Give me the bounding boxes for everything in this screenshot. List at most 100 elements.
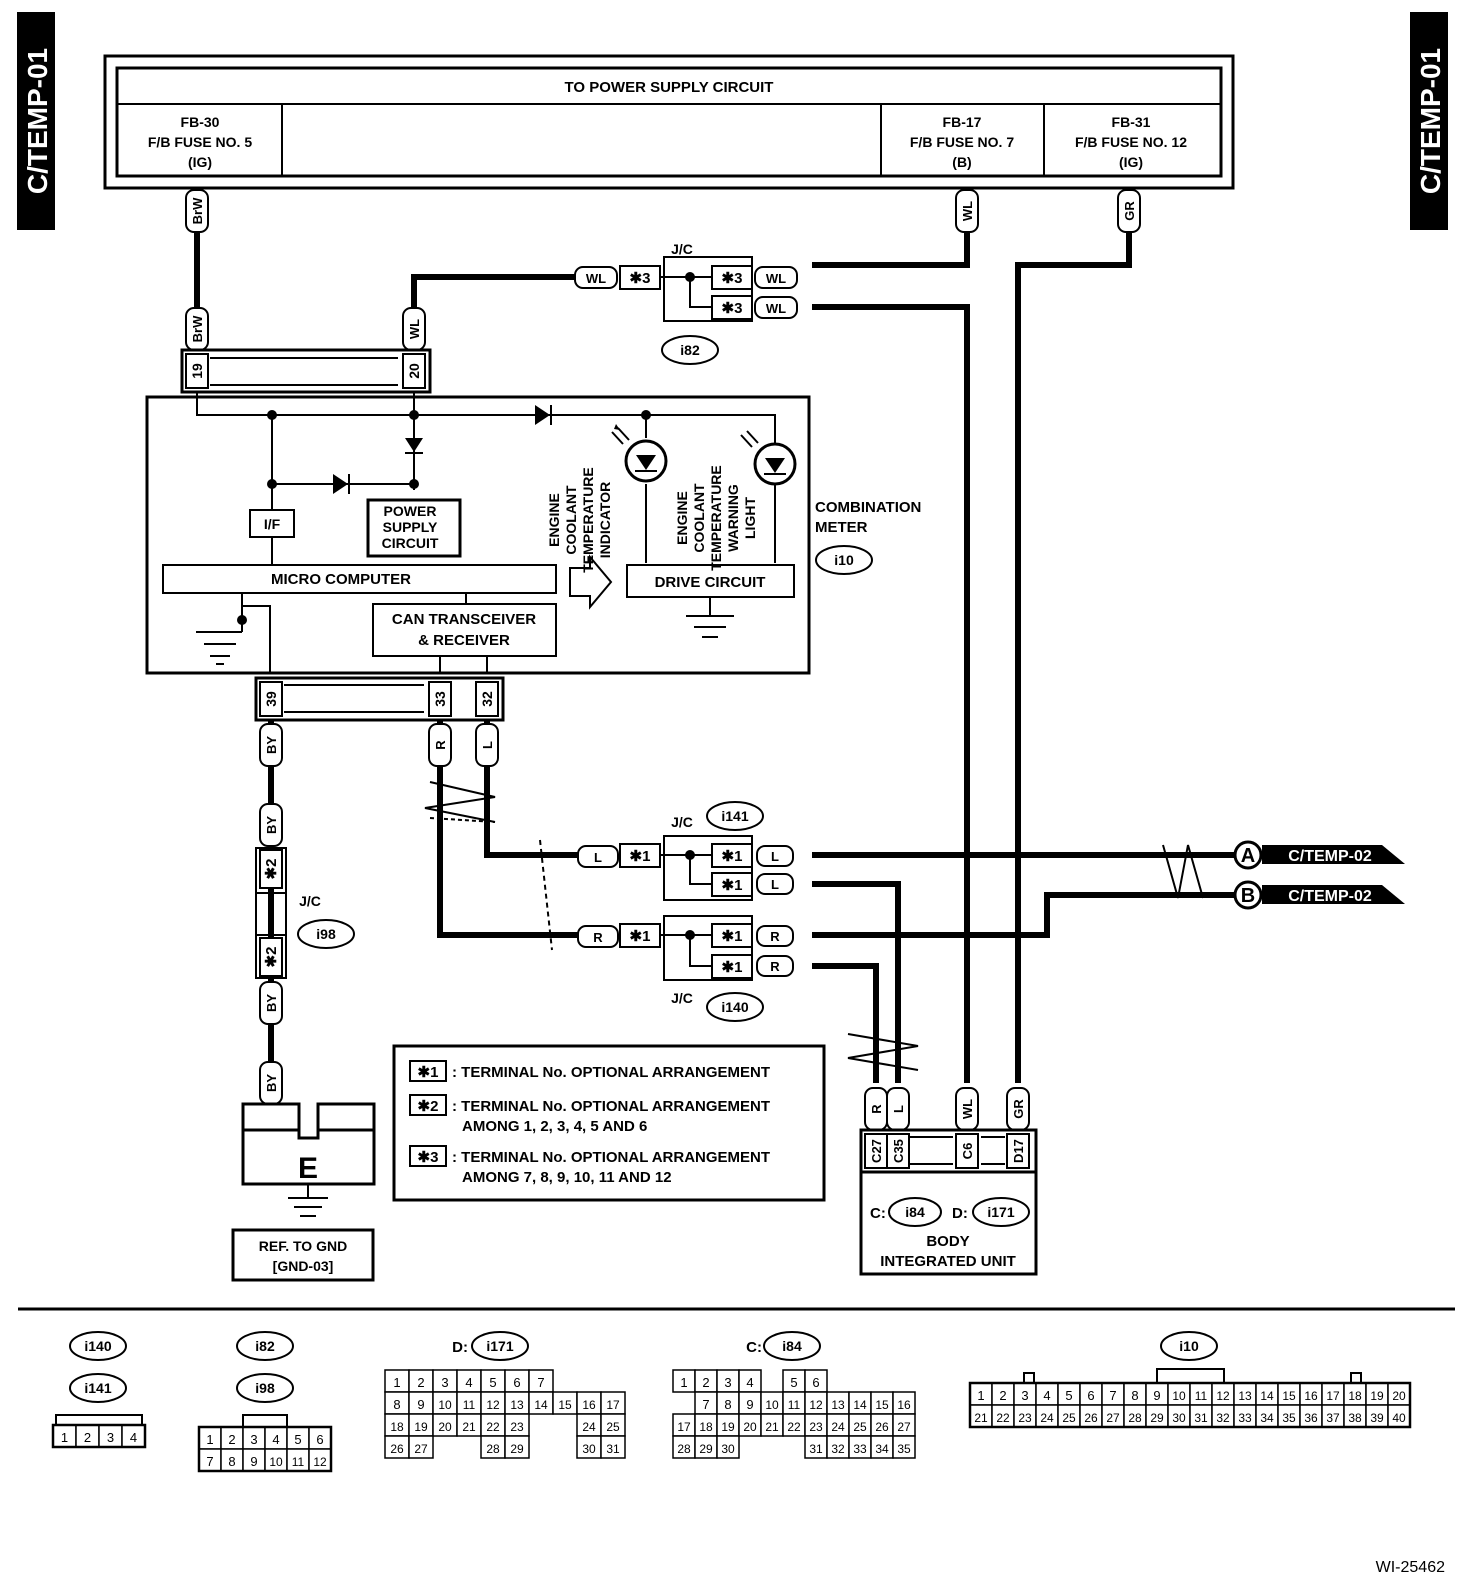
pin-number: 12 bbox=[486, 1398, 500, 1412]
svg-text:✱1: ✱1 bbox=[630, 848, 651, 865]
output-a: A C/TEMP-02 bbox=[1233, 840, 1405, 870]
pin-number: 25 bbox=[853, 1420, 867, 1434]
i141-label: i141 bbox=[721, 808, 748, 824]
wire-tag-by-39: BY bbox=[259, 723, 283, 767]
svg-text:L: L bbox=[771, 877, 779, 892]
pin-cell bbox=[600, 1435, 626, 1459]
svg-text:20: 20 bbox=[406, 363, 422, 379]
svg-text:✱3: ✱3 bbox=[722, 300, 743, 317]
pin-number: 22 bbox=[996, 1411, 1010, 1425]
svg-text:J/C: J/C bbox=[671, 814, 693, 830]
pin-number: 6 bbox=[513, 1375, 520, 1390]
ground-ref-l2: [GND-03] bbox=[273, 1258, 334, 1274]
svg-text:WL: WL bbox=[766, 271, 786, 286]
pin-number: 27 bbox=[1106, 1411, 1120, 1425]
pin-number: 32 bbox=[1216, 1411, 1230, 1425]
power-supply-circuit-l1: POWER bbox=[384, 503, 437, 519]
i171-label: i171 bbox=[987, 1204, 1014, 1220]
svg-text:✱1: ✱1 bbox=[722, 877, 743, 894]
pin-number: 11 bbox=[788, 1398, 801, 1412]
wire-tags: BrW WL GR BrW WL WL BY R L BY BY BY L R … bbox=[185, 189, 1141, 1131]
ground-ref-l1: REF. TO GND bbox=[259, 1238, 347, 1254]
pin-number: 35 bbox=[1282, 1411, 1296, 1425]
wire-tag-wl-top: WL bbox=[955, 189, 979, 233]
jc-i82: J/C ✱3 ✱3 ✱3 WL WL i82 bbox=[619, 241, 798, 365]
pin-number: 5 bbox=[790, 1375, 797, 1390]
pin-number: 33 bbox=[1238, 1411, 1252, 1425]
pin-number: 9 bbox=[250, 1454, 257, 1469]
pin-number: 5 bbox=[489, 1375, 496, 1390]
svg-text:i141: i141 bbox=[84, 1380, 111, 1396]
svg-text:C/TEMP-01: C/TEMP-01 bbox=[22, 48, 53, 194]
pin-number: 15 bbox=[875, 1398, 889, 1412]
indicator-l3: TEMPERATURE bbox=[580, 467, 596, 573]
svg-text:WL: WL bbox=[960, 201, 975, 221]
pin-number: 22 bbox=[787, 1420, 801, 1434]
pin-number: 26 bbox=[875, 1420, 889, 1434]
pin-number: 9 bbox=[417, 1397, 424, 1412]
pin-number: 5 bbox=[1065, 1388, 1072, 1403]
pin-number: 10 bbox=[765, 1398, 779, 1412]
pin-number: 2 bbox=[702, 1375, 709, 1390]
pin-number: 2 bbox=[84, 1430, 91, 1445]
svg-text:33: 33 bbox=[432, 691, 448, 707]
fuse-fb31-type: (IG) bbox=[1119, 154, 1143, 170]
pin-number: 23 bbox=[1018, 1411, 1032, 1425]
pin-number: 19 bbox=[721, 1420, 735, 1434]
pin-number: 1 bbox=[206, 1432, 213, 1447]
pin-number: 6 bbox=[812, 1375, 819, 1390]
pin-number: 35 bbox=[897, 1442, 911, 1456]
pin-number: 29 bbox=[699, 1442, 713, 1456]
pin-number: 37 bbox=[1326, 1411, 1340, 1425]
body-unit-l1: BODY bbox=[926, 1233, 969, 1250]
svg-text:C/TEMP-02: C/TEMP-02 bbox=[1288, 888, 1372, 905]
warning-l2: COOLANT bbox=[691, 483, 707, 553]
pin-number: 27 bbox=[414, 1442, 428, 1456]
legend-1-text: : TERMINAL No. OPTIONAL ARRANGEMENT bbox=[452, 1064, 770, 1081]
fuse-fb17-type: (B) bbox=[952, 154, 971, 170]
fuse-fb17-id: FB-17 bbox=[943, 114, 982, 130]
legend-2-text: : TERMINAL No. OPTIONAL ARRANGEMENT bbox=[452, 1098, 770, 1115]
pin-number: 18 bbox=[1348, 1389, 1362, 1403]
meter-connector-bottom: 39 33 32 bbox=[254, 676, 505, 722]
pin-number: 25 bbox=[606, 1420, 620, 1434]
pin-number: 14 bbox=[1260, 1389, 1274, 1403]
pin-number: 8 bbox=[393, 1397, 400, 1412]
body-integrated-unit: C27 C35 C6 D17 C: i84 D: i171 BODY INTEG… bbox=[859, 1128, 1038, 1276]
svg-text:C27: C27 bbox=[869, 1139, 884, 1163]
wire-tag-by-jc-bottom: BY bbox=[259, 981, 283, 1025]
pin-number: 14 bbox=[534, 1398, 548, 1412]
svg-text:R: R bbox=[593, 930, 603, 945]
svg-text:BY: BY bbox=[264, 816, 279, 834]
can-transceiver-l2: & RECEIVER bbox=[418, 632, 510, 649]
svg-text:C/TEMP-01: C/TEMP-01 bbox=[1415, 48, 1446, 194]
wire-tag-r-33: R bbox=[428, 723, 452, 767]
pin-number: 22 bbox=[486, 1420, 500, 1434]
svg-text:D:: D: bbox=[952, 1205, 968, 1222]
pin-number: 34 bbox=[1260, 1411, 1274, 1425]
pin-number: 31 bbox=[1194, 1411, 1208, 1425]
legend-box: ✱1 : TERMINAL No. OPTIONAL ARRANGEMENT ✱… bbox=[392, 1044, 826, 1202]
pin-number: 25 bbox=[1062, 1411, 1076, 1425]
pin-number: 7 bbox=[1109, 1388, 1116, 1403]
svg-text:GR: GR bbox=[1122, 201, 1137, 221]
svg-text:C/TEMP-02: C/TEMP-02 bbox=[1288, 848, 1372, 865]
document-code: WI-25462 bbox=[1376, 1559, 1445, 1576]
wire-tag-wl-jc-in: WL bbox=[574, 266, 618, 289]
i140-label: i140 bbox=[721, 999, 748, 1015]
wire-tag-by-ground: BY bbox=[259, 1061, 283, 1105]
pin-number: 16 bbox=[897, 1398, 911, 1412]
side-tab-left: C/TEMP-01 bbox=[17, 12, 55, 230]
pin-number: 20 bbox=[1392, 1389, 1406, 1403]
wire-tag-r-jc-in: R bbox=[577, 925, 619, 948]
pin-number: 1 bbox=[61, 1430, 68, 1445]
fuse-fb31-id: FB-31 bbox=[1112, 114, 1151, 130]
warning-l5: LIGHT bbox=[742, 497, 758, 539]
pin-number: 7 bbox=[206, 1454, 213, 1469]
pin-number: 14 bbox=[853, 1398, 867, 1412]
svg-text:✱1: ✱1 bbox=[722, 959, 743, 976]
svg-text:✱2: ✱2 bbox=[263, 859, 280, 880]
svg-text:R: R bbox=[433, 740, 448, 750]
pin-number: 4 bbox=[1043, 1388, 1050, 1403]
